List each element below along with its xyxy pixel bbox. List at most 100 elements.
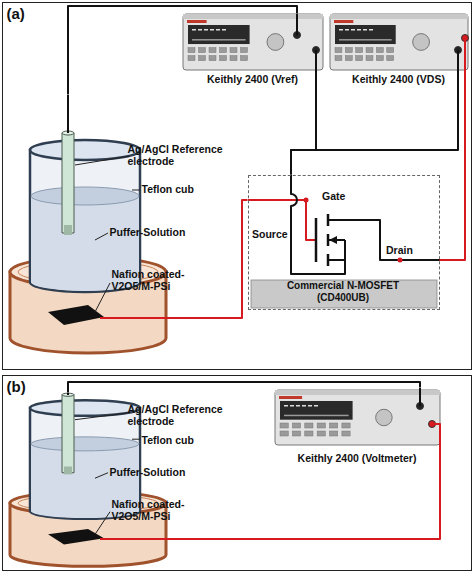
part-label: Ag/AgCl Reference electrode (128, 403, 232, 428)
meter-button (241, 48, 248, 53)
meter-top (183, 14, 323, 19)
meter-button (292, 423, 300, 428)
gate-lead (248, 200, 316, 240)
meter-button (342, 423, 350, 428)
meter-logo (334, 20, 353, 23)
meter-button (330, 423, 338, 428)
meter-button (220, 48, 227, 53)
meter-button (280, 431, 288, 436)
electrode-tip (64, 225, 72, 235)
instrument-label: Keithly 2400 (Vref) (183, 73, 323, 86)
wire (291, 92, 316, 175)
display-segment (308, 405, 312, 407)
display-segment (302, 405, 306, 407)
meter-body (183, 14, 323, 70)
meter-button (356, 56, 363, 61)
meter-button (376, 56, 383, 61)
leader-line (95, 512, 110, 535)
solution-surface (31, 437, 139, 451)
meter-button (305, 431, 313, 436)
meter-knob (376, 409, 393, 426)
panel-frame: Ag/AgCl Reference electrodeTeflon cubPuf… (2, 375, 472, 571)
meter-top (330, 14, 468, 19)
leader-line (75, 156, 130, 165)
module-label: Commercial N-MOSFET (CD400UB) (278, 280, 408, 304)
meter-knob (267, 34, 284, 51)
meter-lead (296, 14, 298, 35)
wire (68, 382, 420, 393)
meter-display (188, 25, 250, 44)
meter-button (188, 48, 195, 53)
meter-button (220, 56, 227, 61)
sample-lead (100, 538, 236, 540)
meter-button (280, 423, 288, 428)
wire (68, 6, 297, 95)
display-segment (216, 29, 220, 31)
meter-button (241, 56, 248, 61)
meter-button (342, 431, 350, 436)
leader-line (75, 413, 130, 420)
sourcemeter-drawing (330, 14, 469, 70)
meter-button (387, 48, 394, 53)
meter-button (317, 431, 325, 436)
pin-dot (304, 198, 309, 203)
meter-button (292, 431, 300, 436)
meter-button (330, 431, 338, 436)
panel-frame: Keithly 2400 (Vref)Keithly 2400 (VDS)Ag/… (2, 2, 472, 370)
display-segment (290, 405, 294, 407)
meter-button (209, 48, 216, 53)
source-lead (291, 175, 345, 274)
part-label: Puffer-Solution (110, 226, 222, 239)
electrode-lead (67, 393, 69, 395)
meter-top (275, 390, 440, 395)
meter-button (199, 56, 206, 61)
channel-segment (327, 234, 330, 246)
display-line (284, 415, 349, 417)
panel-letter: (b) (7, 378, 47, 396)
meter-lead (432, 424, 440, 470)
meter-button (188, 56, 195, 61)
display-line (192, 39, 246, 41)
meter-button (305, 423, 313, 428)
display-segment (210, 29, 214, 31)
display-segment (284, 405, 288, 407)
leader-line (95, 283, 110, 312)
sourcemeter-drawing (275, 390, 440, 445)
sensor-sample (48, 305, 104, 325)
part-label: Puffer-Solution (110, 466, 222, 479)
module-band (251, 280, 437, 308)
display-segment (296, 405, 300, 407)
display-segment (369, 29, 373, 31)
wire (236, 470, 441, 540)
instrument-label: Keithly 2400 (VDS) (330, 73, 468, 86)
pin-label: Drain (386, 244, 426, 257)
electrode-cap (62, 393, 74, 396)
display-segment (204, 29, 208, 31)
wire (440, 92, 466, 261)
reference-electrode (62, 395, 74, 473)
electrode-tip (64, 467, 72, 475)
leader-line (95, 233, 108, 240)
meter-button (345, 56, 352, 61)
gate-plate (315, 218, 318, 262)
meter-button (376, 48, 383, 53)
meter-button (335, 56, 342, 61)
electrode-lead (67, 95, 69, 133)
meter-display (280, 401, 353, 420)
leader-line (132, 190, 140, 191)
meter-logo (279, 396, 302, 399)
meter-lead (419, 388, 421, 406)
panel-letter: (a) (7, 5, 47, 23)
display-segment (198, 29, 202, 31)
electrochemical-cell: Ag/AgCl Reference electrodeTeflon cubPuf… (8, 393, 236, 569)
leader-line (132, 439, 140, 440)
sourcemeter: Keithly 2400 (VDS) (330, 14, 468, 92)
meter-button (345, 48, 352, 53)
pin-label: Source (252, 228, 292, 241)
meter-lead (315, 50, 317, 92)
meter-button (356, 48, 363, 53)
display-line (339, 39, 392, 41)
